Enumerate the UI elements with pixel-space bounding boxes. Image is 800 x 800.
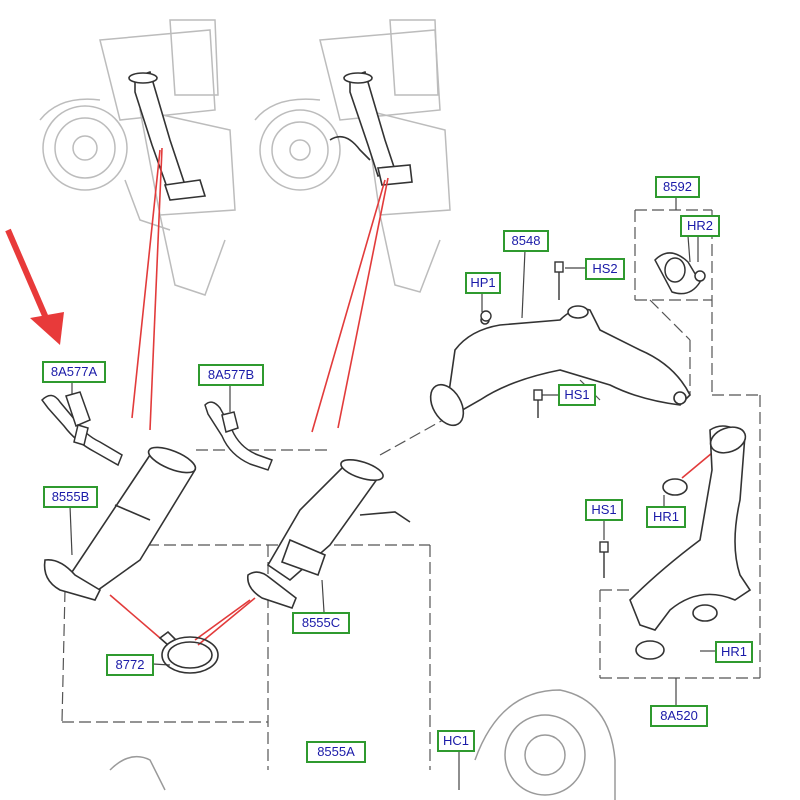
engine-hose-right	[329, 71, 413, 186]
callout-8548[interactable]: 8548	[503, 230, 549, 252]
red-pointer-arrow-icon	[5, 228, 64, 345]
engine-hose-left	[128, 71, 207, 201]
callout-8A577B[interactable]: 8A577B	[198, 364, 264, 386]
callout-8772[interactable]: 8772	[106, 654, 154, 676]
clip-hr2	[654, 252, 706, 295]
callout-hs2[interactable]: HS2	[585, 258, 625, 280]
engine-assembly-right	[254, 19, 451, 293]
callout-8555B[interactable]: 8555B	[43, 486, 98, 508]
hose-8A577A	[41, 391, 123, 467]
callout-hr1-lower[interactable]: HR1	[715, 641, 753, 663]
callout-hs1-upper[interactable]: HS1	[558, 384, 596, 406]
callout-hr1-upper[interactable]: HR1	[646, 506, 686, 528]
callout-8555C[interactable]: 8555C	[292, 612, 350, 634]
callout-8592[interactable]: 8592	[655, 176, 700, 198]
callout-hs1-lower[interactable]: HS1	[585, 499, 623, 521]
red-leader-lines	[109, 147, 719, 646]
manifold-8548	[429, 305, 691, 427]
manifold-8A520	[629, 425, 752, 660]
hose-8A577B	[204, 401, 273, 471]
engine-assembly-left	[39, 19, 236, 296]
callout-hr2[interactable]: HR2	[680, 215, 720, 237]
screws	[480, 261, 609, 578]
callout-hp1[interactable]: HP1	[465, 272, 501, 294]
callout-8555A[interactable]: 8555A	[306, 741, 366, 763]
clamp-8772	[158, 630, 219, 674]
callout-hc1[interactable]: HC1	[437, 730, 475, 752]
bottom-engine-part	[109, 689, 616, 800]
callout-8A577A[interactable]: 8A577A	[42, 361, 106, 383]
dashed-guide-lines	[61, 209, 761, 770]
pipe-8555C	[246, 458, 411, 609]
pipe-8555B	[43, 446, 197, 601]
callout-8A520[interactable]: 8A520	[650, 705, 708, 727]
